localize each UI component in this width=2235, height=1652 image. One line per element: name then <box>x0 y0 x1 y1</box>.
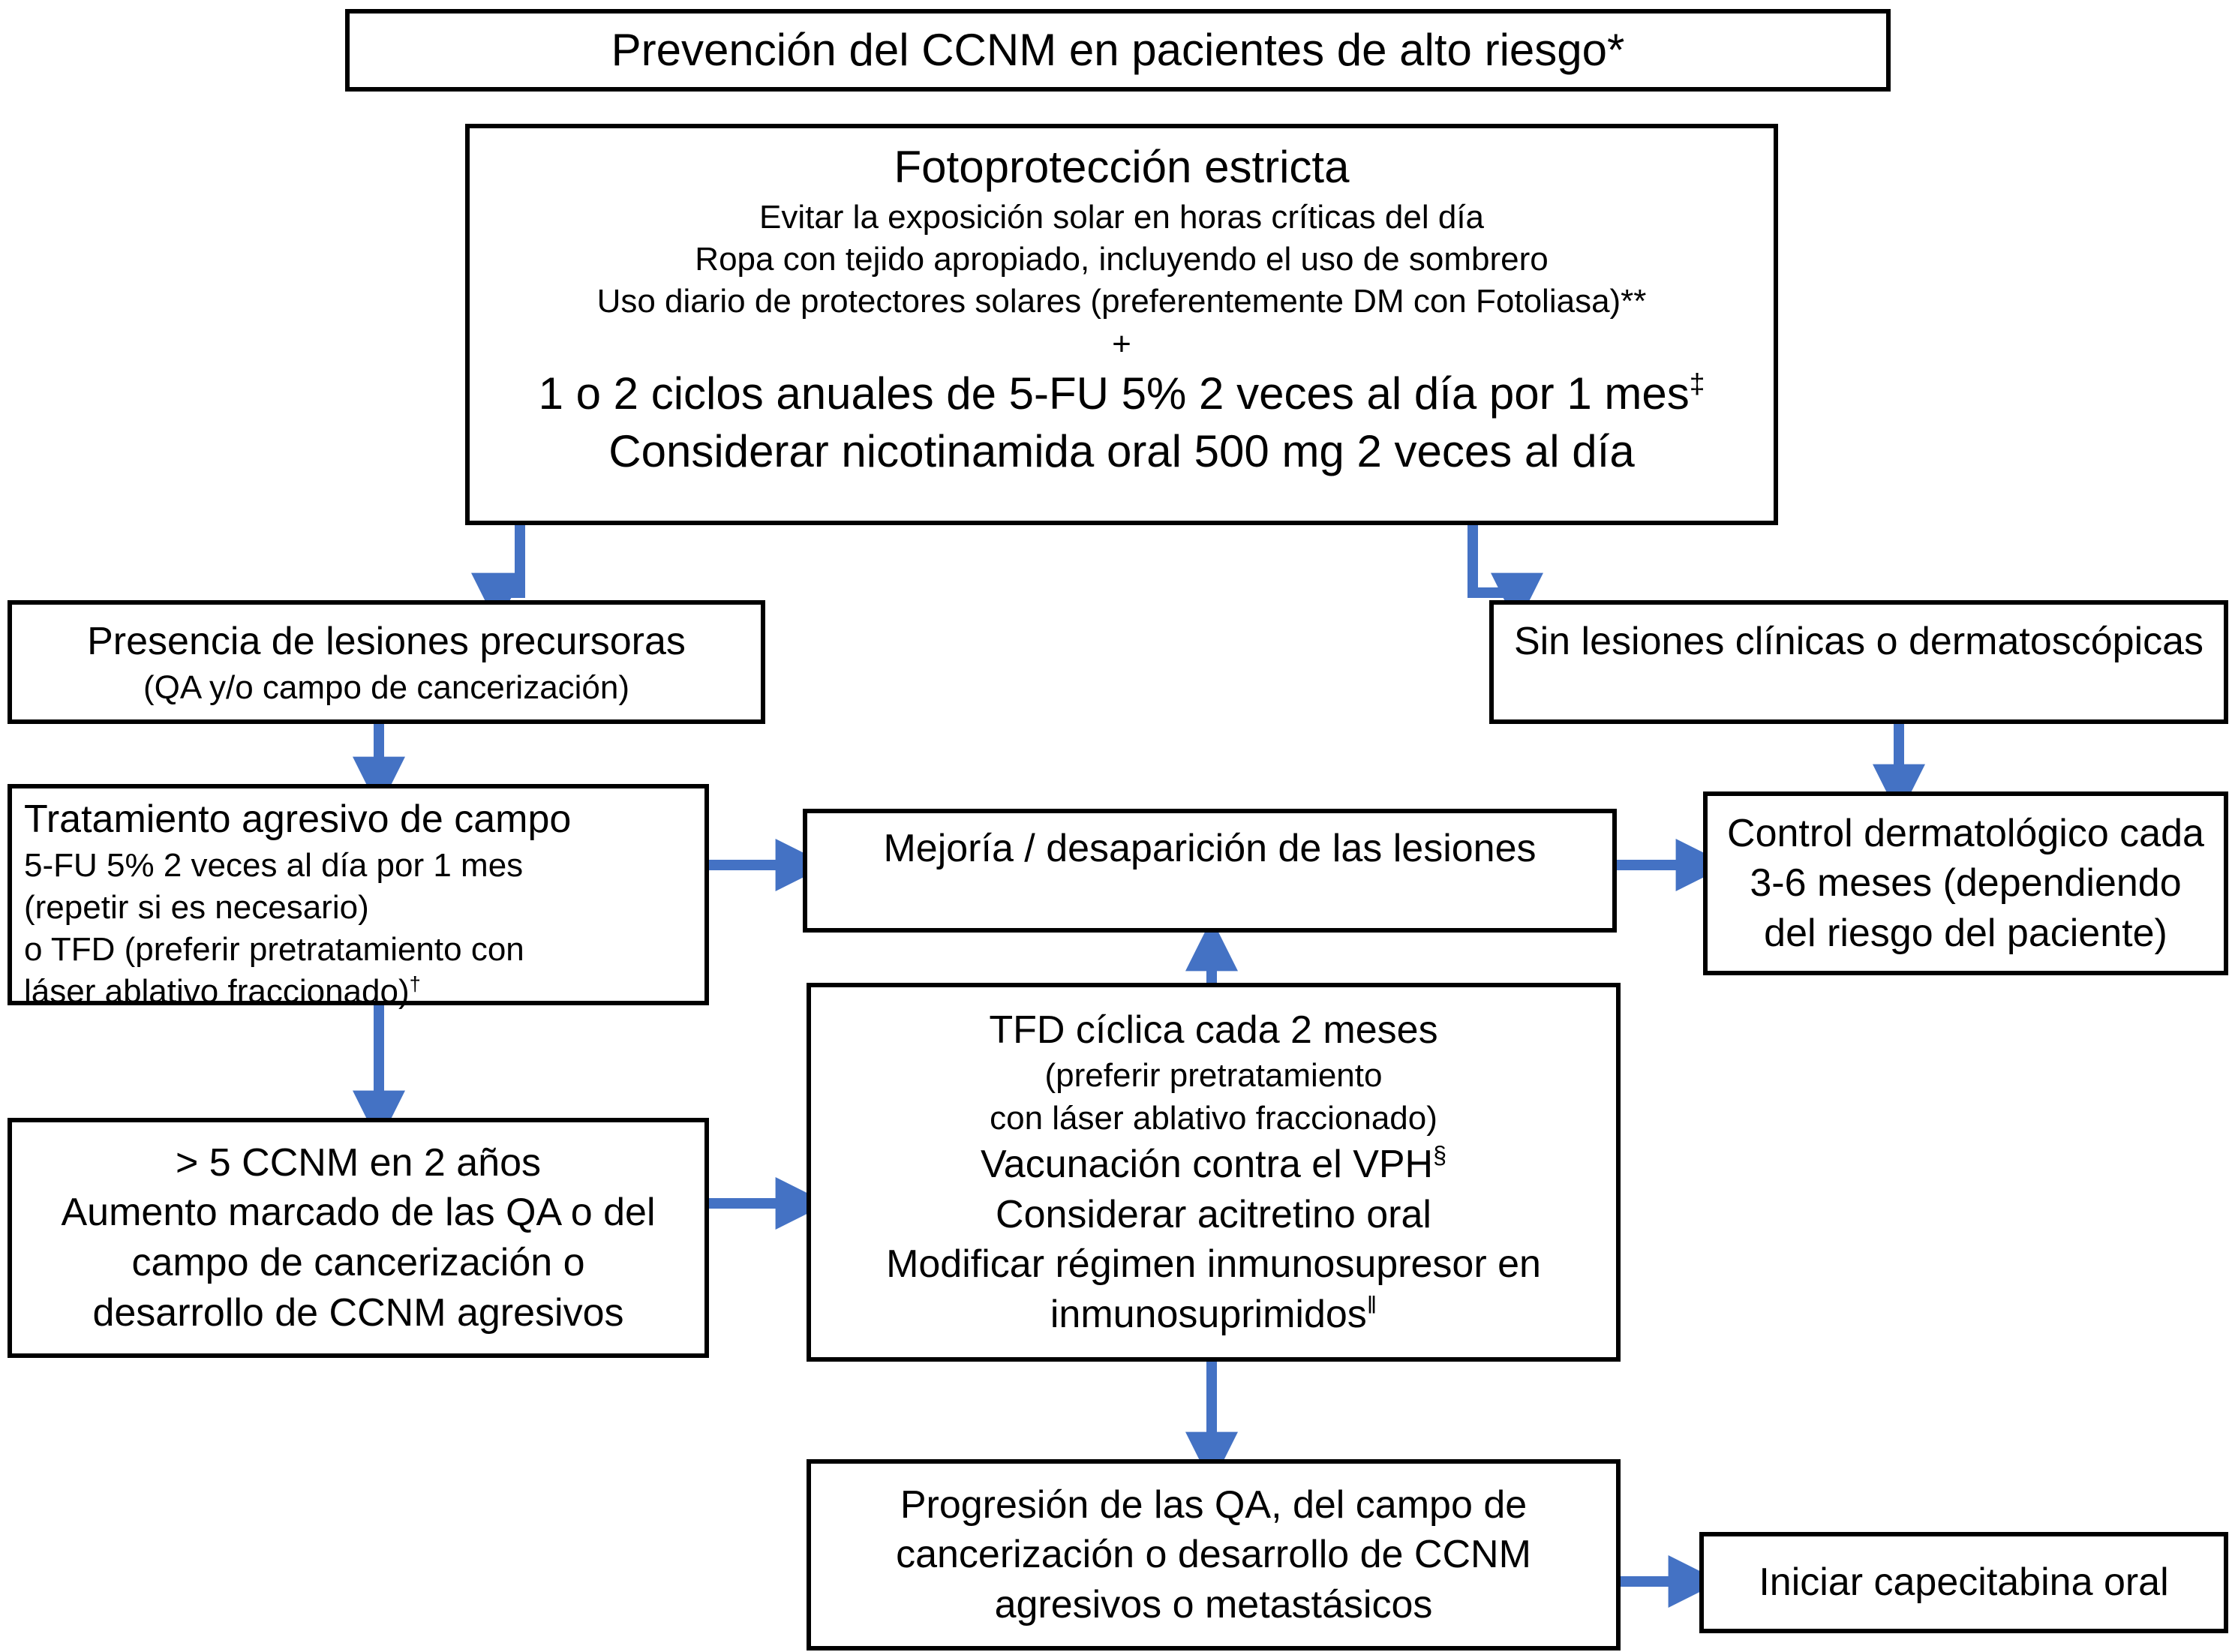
treatment-line1: Tratamiento agresivo de campo <box>24 797 572 841</box>
aggressive-treatment-box: Tratamiento agresivo de campo 5-FU 5% 2 … <box>8 784 709 1010</box>
title-text: Prevención del CCNM en pacientes de alto… <box>611 24 1625 75</box>
fiveccnm-line2: Aumento marcado de las QA o del <box>61 1191 656 1235</box>
precursor-lesions-box: Presencia de lesiones precursoras (QA y/… <box>8 600 765 724</box>
progression-line1: Progresión de las QA, del campo de <box>900 1482 1528 1527</box>
title-box: Prevención del CCNM en pacientes de alto… <box>345 9 1891 92</box>
cyclic-tfd-box: TFD cíclica cada 2 meses (preferir pretr… <box>807 983 1621 1362</box>
tfd-line3: con láser ablativo fraccionado) <box>990 1099 1437 1137</box>
arrow-foto-to-nolesions <box>1467 525 1543 626</box>
five-ccnm-box: > 5 CCNM en 2 años Aumento marcado de la… <box>8 1118 709 1358</box>
capecitabine-box: Iniciar capecitabina oral <box>1699 1532 2228 1633</box>
tfd-line5: Considerar acitretino oral <box>996 1192 1431 1236</box>
arrow-foto-to-precursor <box>471 525 525 626</box>
tfd-line6: Modificar régimen inmunosupresor en <box>886 1242 1541 1287</box>
fiveccnm-line4: desarrollo de CCNM agresivos <box>92 1290 624 1335</box>
dagger-double-icon: ‡ <box>1689 368 1705 400</box>
precursor-line1: Presencia de lesiones precursoras <box>87 620 686 663</box>
control-line1: Control dermatológico cada <box>1727 811 2204 855</box>
dermatologic-control-box: Control dermatológico cada 3-6 meses (de… <box>1703 791 2228 975</box>
photoprotection-line1: Evitar la exposición solar en horas crít… <box>759 198 1485 236</box>
photoprotection-line3: Uso diario de protectores solares (prefe… <box>596 283 1647 320</box>
tfd-line2: (preferir pretratamiento <box>1044 1057 1383 1095</box>
capecitabine-line1: Iniciar capecitabina oral <box>1759 1560 2169 1605</box>
section-symbol-icon: § <box>1433 1141 1447 1169</box>
photoprotection-line4: 1 o 2 ciclos anuales de 5-FU 5% 2 veces … <box>485 365 1759 423</box>
fiveccnm-line3: campo de cancerización o <box>131 1241 585 1284</box>
photoprotection-line5: Considerar nicotinamida oral 500 mg 2 ve… <box>608 425 1635 476</box>
fiveccnm-line1: > 5 CCNM en 2 años <box>175 1140 542 1185</box>
photoprotection-plus: + <box>1112 325 1131 362</box>
progression-line3: agresivos o metastásicos <box>994 1582 1433 1626</box>
improvement-box: Mejoría / desaparición de las lesiones <box>803 809 1617 933</box>
tfd-line4: Vacunación contra el VPH§ <box>819 1140 1609 1190</box>
progression-line2: cancerización o desarrollo de CCNM <box>896 1533 1531 1577</box>
treatment-line3: (repetir si es necesario) <box>24 888 369 926</box>
tfd-line4-text: Vacunación contra el VPH <box>980 1142 1434 1186</box>
treatment-line2: 5-FU 5% 2 veces al día por 1 mes <box>24 846 524 884</box>
progression-box: Progresión de las QA, del campo de cance… <box>807 1459 1621 1650</box>
treatment-line5-text: láser ablativo fraccionado) <box>24 973 410 1011</box>
dagger-icon: † <box>409 972 421 996</box>
improvement-line1: Mejoría / desaparición de las lesiones <box>883 827 1537 870</box>
precursor-line2: (QA y/o campo de cancerización) <box>143 668 630 706</box>
double-bar-icon: ‖ <box>1366 1291 1377 1319</box>
tfd-line7-text: inmunosuprimidos <box>1050 1292 1367 1336</box>
photoprotection-heading: Fotoprotección estricta <box>894 142 1350 192</box>
no-lesions-line1: Sin lesiones clínicas o dermatoscópicas <box>1513 620 2204 663</box>
photoprotection-line4-text: 1 o 2 ciclos anuales de 5-FU 5% 2 veces … <box>538 368 1690 419</box>
photoprotection-box: Fotoprotección estricta Evitar la exposi… <box>465 124 1778 525</box>
tfd-line7: inmunosuprimidos‖ <box>819 1290 1609 1340</box>
treatment-line4: o TFD (preferir pretratamiento con <box>24 931 524 969</box>
control-line3: del riesgo del paciente) <box>1764 911 2167 955</box>
treatment-line5: láser ablativo fraccionado)† <box>24 971 692 1013</box>
photoprotection-line2: Ropa con tejido apropiado, incluyendo el… <box>695 241 1549 278</box>
no-lesions-box: Sin lesiones clínicas o dermatoscópicas <box>1489 600 2228 724</box>
tfd-line1: TFD cíclica cada 2 meses <box>989 1008 1438 1052</box>
control-line2: 3-6 meses (dependiendo <box>1750 861 2182 906</box>
